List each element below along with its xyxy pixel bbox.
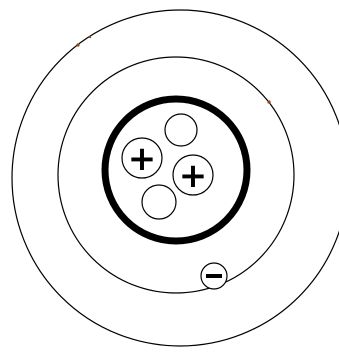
proton: + [173, 155, 213, 196]
proton-charge-label: + [128, 139, 157, 179]
proton-charge-label: + [179, 156, 208, 196]
electron [201, 263, 227, 289]
outer-orbit-marker [76, 43, 79, 46]
proton: + [122, 138, 162, 179]
neutron [142, 185, 176, 219]
inner-orbit-marker [267, 100, 270, 103]
neutron [165, 114, 197, 146]
outer-orbit-marker [89, 36, 91, 38]
electron-charge-mark [206, 274, 222, 278]
